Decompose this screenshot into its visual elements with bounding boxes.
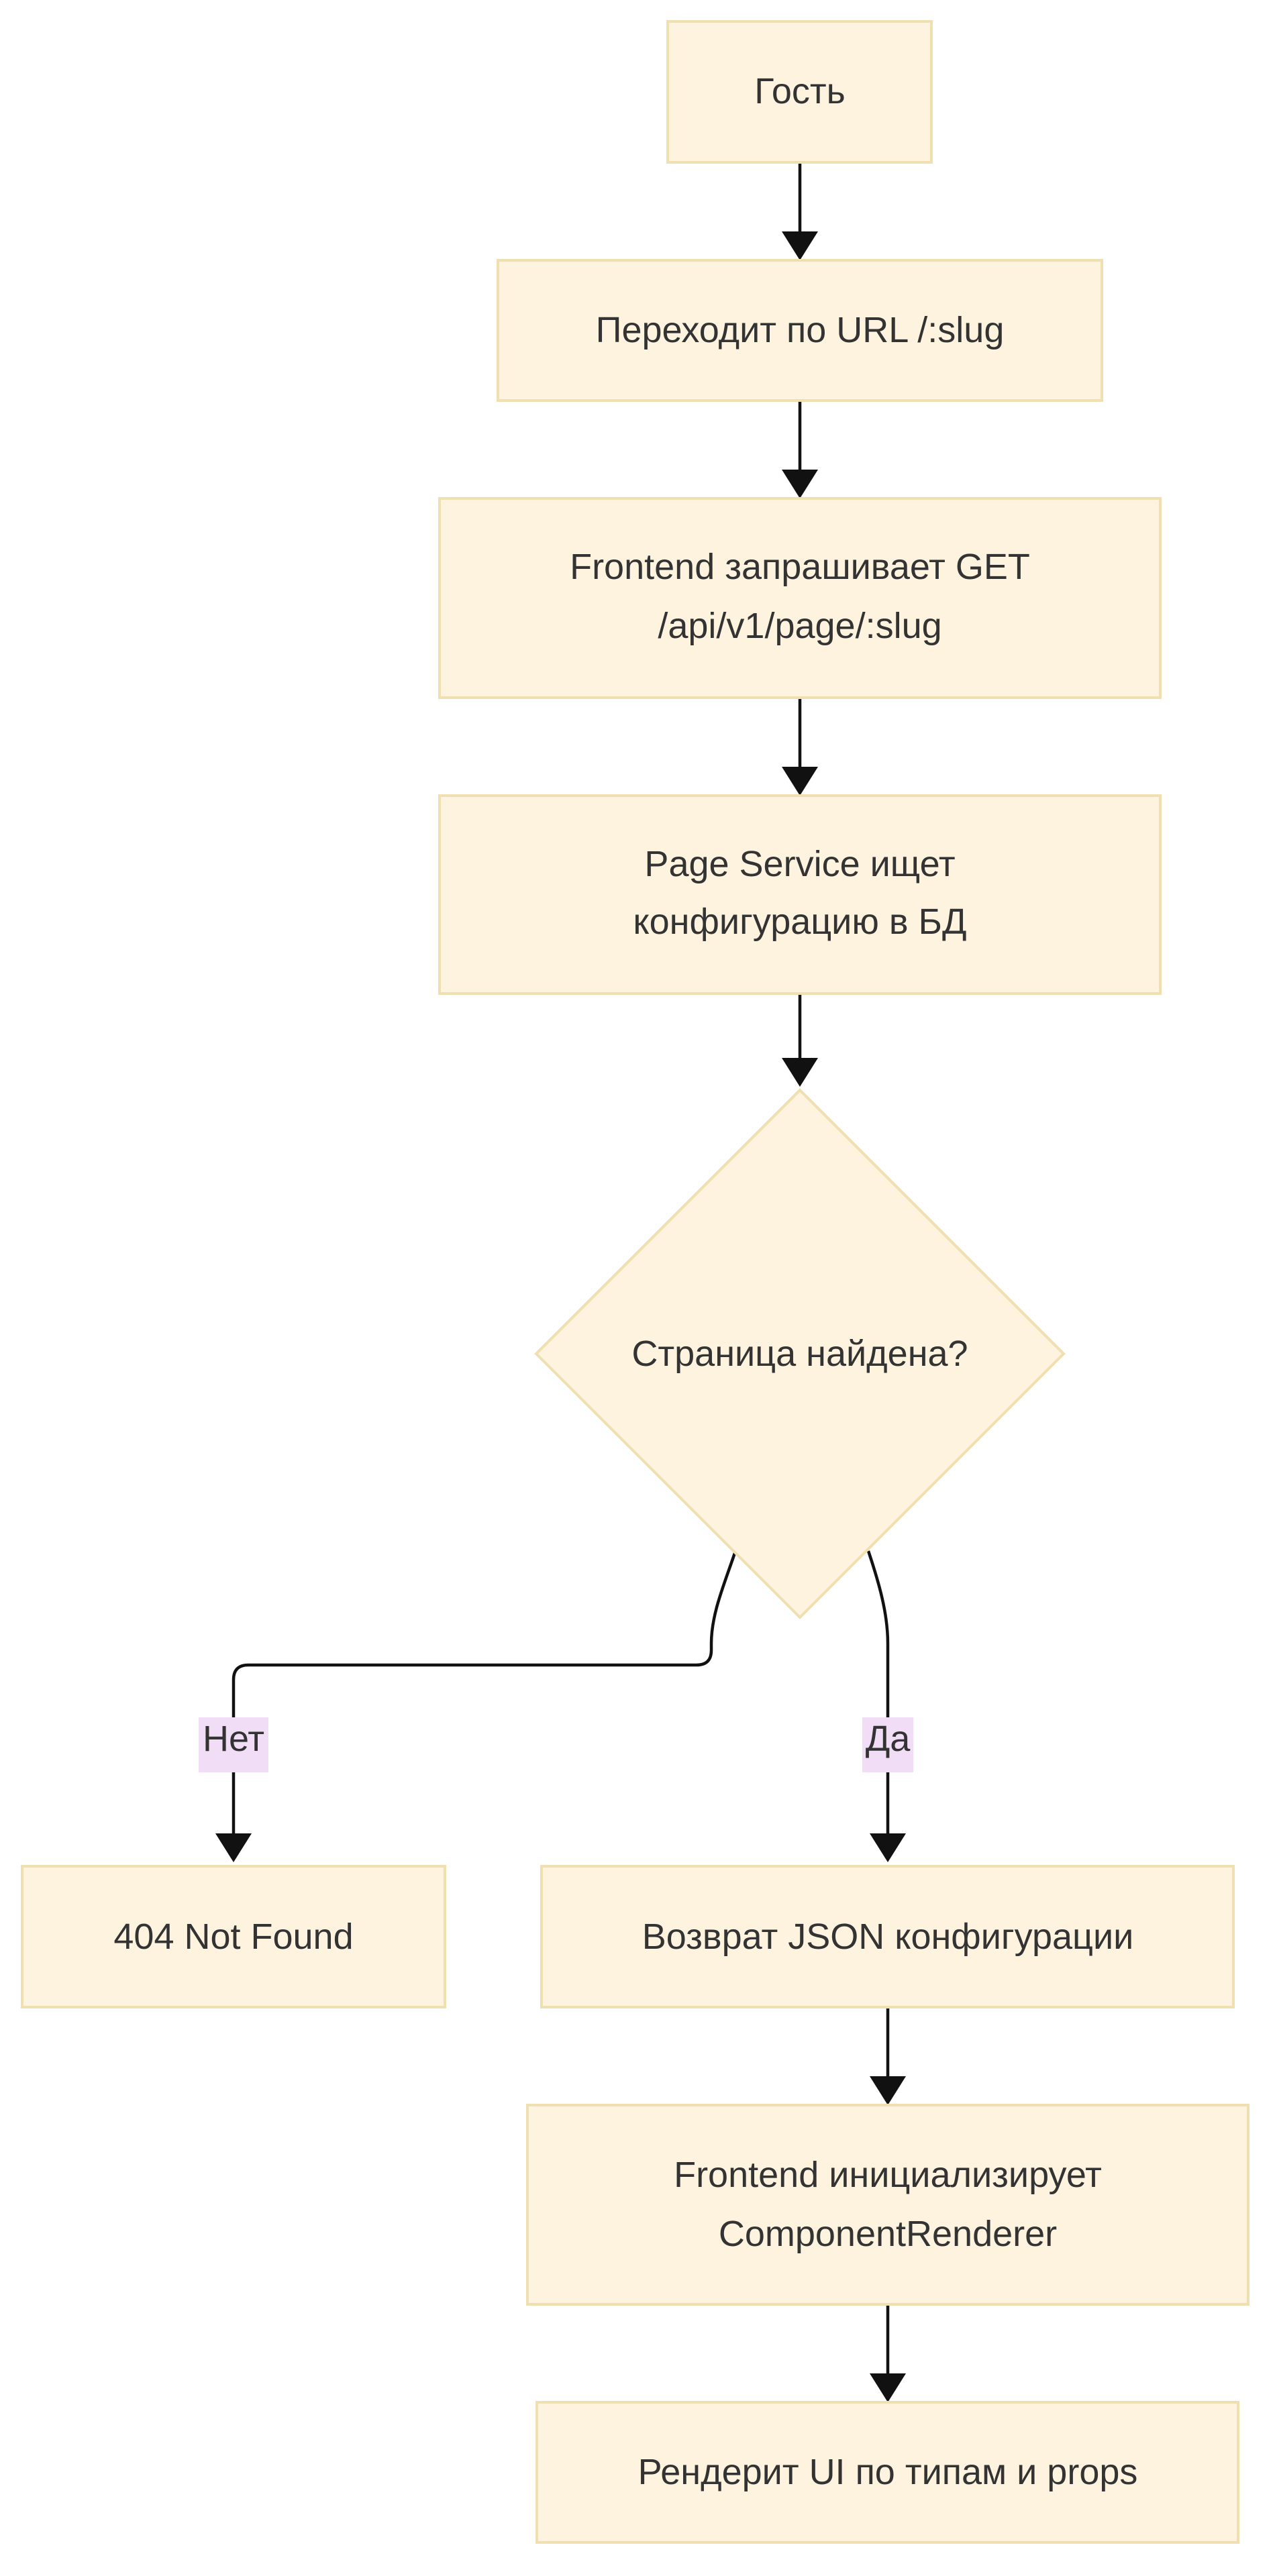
- edge-label-yes: Да: [862, 1717, 913, 1772]
- arrowhead-service: [782, 767, 818, 796]
- arrowhead-return-json: [870, 1833, 906, 1862]
- node-not-found-text: 404 Not Found: [113, 1917, 353, 1957]
- edge-label-no-text: Нет: [203, 1719, 264, 1759]
- node-request-text-line1: Frontend запрашивает GET: [570, 547, 1030, 587]
- node-guest-text: Гость: [754, 71, 846, 111]
- node-return-json-text: Возврат JSON конфигурации: [642, 1917, 1134, 1957]
- arrowhead-request: [782, 470, 818, 498]
- node-navigate-text: Переходит по URL /:slug: [596, 310, 1005, 350]
- node-render-text: Рендерит UI по типам и props: [638, 2452, 1138, 2492]
- arrowhead-init: [870, 2076, 906, 2105]
- arrowhead-navigate: [782, 231, 818, 260]
- node-return-json: Возврат JSON конфигурации: [540, 1865, 1235, 2008]
- arrowhead-decision: [782, 1058, 818, 1087]
- edge-decision-yes: [866, 1550, 890, 1837]
- node-navigate: Переходит по URL /:slug: [497, 259, 1103, 402]
- node-service-text-line2: конфигурацию в БД: [633, 902, 966, 942]
- node-request-text-line2: /api/v1/page/:slug: [658, 606, 941, 646]
- node-init-text-line1: Frontend инициализирует: [674, 2155, 1102, 2195]
- node-init-text-line2: ComponentRenderer: [719, 2214, 1057, 2254]
- edge-label-yes-text: Да: [866, 1719, 911, 1759]
- node-not-found: 404 Not Found: [21, 1865, 446, 2008]
- edges: [215, 162, 906, 2402]
- node-service-text-line1: Page Service ищет: [644, 844, 955, 884]
- node-decision: Страница найдена?: [534, 1088, 1066, 1619]
- node-request: Frontend запрашивает GET /api/v1/page/:s…: [438, 497, 1162, 699]
- edge-label-no: Нет: [199, 1717, 268, 1772]
- edge-decision-no: [232, 1550, 737, 1837]
- arrowhead-render: [870, 2373, 906, 2402]
- arrowhead-not-found: [215, 1833, 252, 1862]
- node-init-renderer: Frontend инициализирует ComponentRendere…: [526, 2104, 1250, 2306]
- node-decision-text: Страница найдена?: [631, 1334, 968, 1374]
- node-service: Page Service ищет конфигурацию в БД: [438, 794, 1162, 995]
- node-guest: Гость: [666, 20, 933, 164]
- node-render: Рендерит UI по типам и props: [536, 2401, 1239, 2544]
